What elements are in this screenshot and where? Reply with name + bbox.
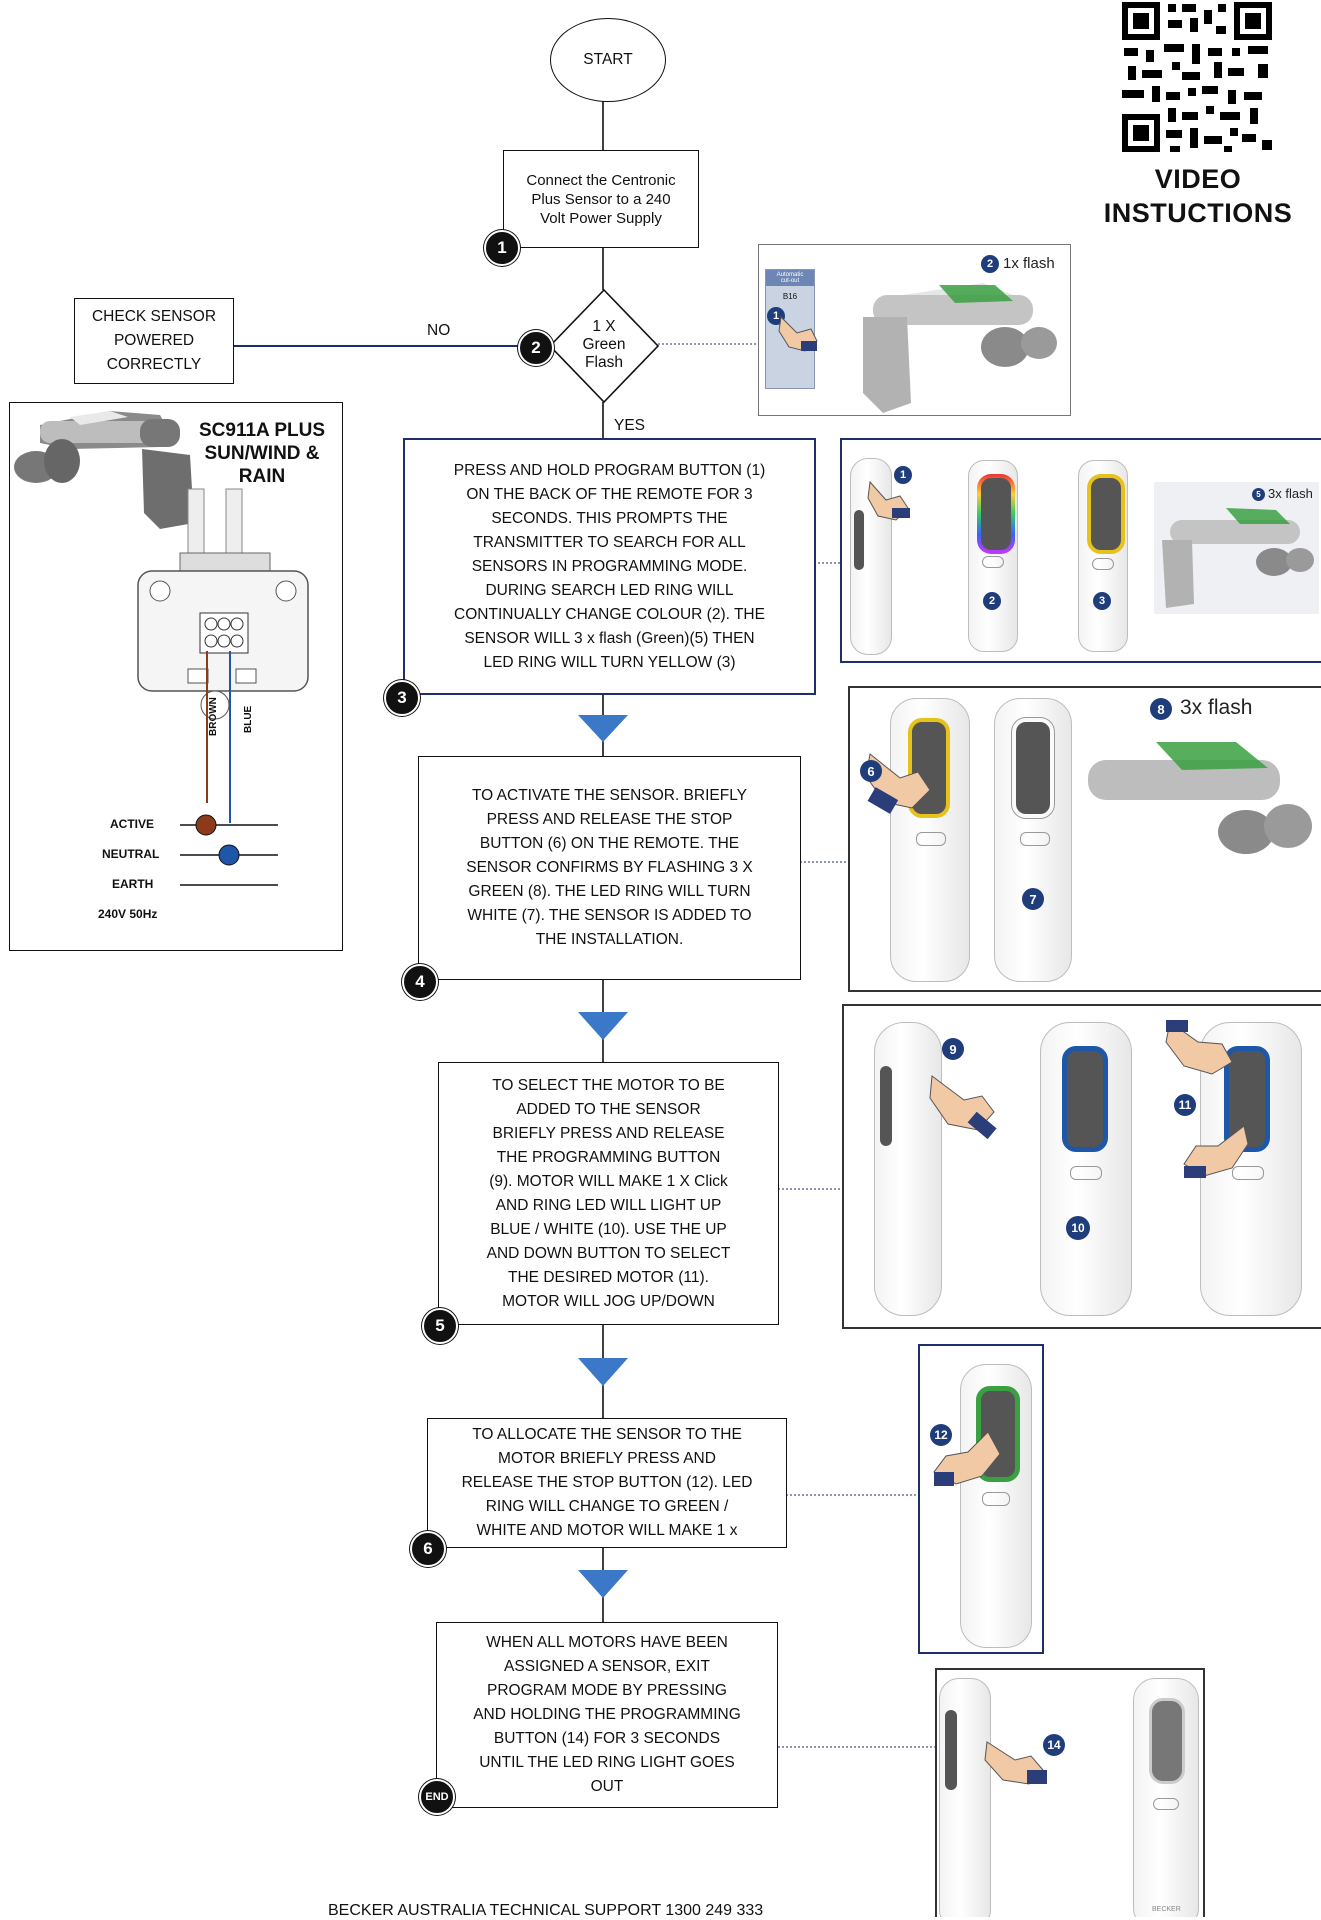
remote-slot xyxy=(1153,1798,1179,1810)
step-3-badge: 3 xyxy=(384,680,420,716)
step-2-badge: 2 xyxy=(518,330,554,366)
finger-press-icon xyxy=(778,315,818,352)
remote-slot xyxy=(1092,558,1114,570)
step-4-box: TO ACTIVATE THE SENSOR. BRIEFLY PRESS AN… xyxy=(418,756,801,980)
panel5-num-9: 9 xyxy=(942,1038,964,1060)
wiring-diagram-panel: SC911A PLUS SUN/WIND & RAIN BROWN BLUE A… xyxy=(9,402,343,951)
sensor-flash-illustration xyxy=(1088,742,1312,854)
video-instructions-title: VIDEO INSTUCTIONS xyxy=(1090,162,1306,230)
qr-code xyxy=(1120,0,1274,154)
step-4-badge: 4 xyxy=(402,964,438,1000)
sensor-illustration xyxy=(14,411,194,529)
step-7-image-panel: 14 BECKER xyxy=(935,1668,1205,1917)
yes-label: YES xyxy=(614,417,646,434)
panel3-num-2: 2 xyxy=(983,592,1001,610)
panel7-num-14: 14 xyxy=(1043,1734,1065,1756)
step-3-box: PRESS AND HOLD PROGRAM BUTTON (1) ON THE… xyxy=(403,438,816,695)
panel3-num-3: 3 xyxy=(1093,592,1111,610)
panel4-num-6: 6 xyxy=(860,760,882,782)
earth-label: EARTH xyxy=(112,877,154,891)
step-7-box: WHEN ALL MOTORS HAVE BEEN ASSIGNED A SEN… xyxy=(436,1622,778,1808)
panel3-num-1: 1 xyxy=(894,466,912,484)
footer-support-text: BECKER AUSTRALIA TECHNICAL SUPPORT 1300 … xyxy=(328,1902,764,1919)
finger-up-icon xyxy=(1165,1020,1233,1075)
remote-led-ring-green xyxy=(976,1386,1020,1482)
check-sensor-box: CHECK SENSOR POWERED CORRECTLY xyxy=(74,298,234,384)
remote-led-ring-yellow xyxy=(1087,474,1125,554)
remote-slot xyxy=(1070,1166,1102,1180)
step-5-image-panel: 9 10 11 xyxy=(842,1004,1321,1329)
blue-wire-label: BLUE xyxy=(243,705,254,733)
panel4-num-8: 8 xyxy=(1150,698,1172,720)
finger-down-icon xyxy=(1183,1125,1249,1178)
supply-label: 240V 50Hz xyxy=(98,907,158,921)
step-4-image-panel: 6 7 8 3x flash xyxy=(848,686,1321,992)
remote-side-button xyxy=(880,1066,892,1146)
step-1-text: Connect the Centronic Plus Sensor to a 2… xyxy=(526,171,676,227)
remote-side-button xyxy=(854,510,864,570)
panel2-flash-label: 1x flash xyxy=(1003,255,1055,272)
decision-text: 1 X Green Flash xyxy=(582,318,626,371)
remote-slot xyxy=(1020,832,1050,846)
brown-wire-label: BROWN xyxy=(208,697,219,736)
finger-press-icon xyxy=(933,1431,1001,1486)
step-5-box: TO SELECT THE MOTOR TO BE ADDED TO THE S… xyxy=(438,1062,779,1325)
step-7-text: WHEN ALL MOTORS HAVE BEEN ASSIGNED A SEN… xyxy=(473,1634,741,1795)
step-3-image-panel: 1 2 3 5 3x flash xyxy=(840,438,1321,663)
remote-slot xyxy=(1232,1166,1264,1180)
panel4-num-7: 7 xyxy=(1022,888,1044,910)
brand-logo: BECKER xyxy=(1152,1906,1181,1913)
remote-led-ring-blue xyxy=(1062,1046,1108,1152)
step-6-badge: 6 xyxy=(410,1531,446,1567)
panel3-num-5: 5 xyxy=(1252,488,1265,501)
no-label: NO xyxy=(427,322,451,339)
start-label: START xyxy=(583,51,633,68)
breaker-caption: Automatic cut-out xyxy=(766,270,814,286)
active-label: ACTIVE xyxy=(110,817,155,831)
sensor-flash-illustration xyxy=(1162,508,1314,608)
check-sensor-text: CHECK SENSOR POWERED CORRECTLY xyxy=(91,308,217,373)
terminal-block xyxy=(137,488,309,823)
breaker-rating: B16 xyxy=(782,292,798,301)
remote-led-ring-blue xyxy=(1224,1046,1270,1152)
decision-diamond xyxy=(548,288,660,404)
video-title-line1: VIDEO xyxy=(1154,164,1242,194)
end-badge: END xyxy=(419,1779,455,1815)
supply-lines xyxy=(180,814,278,886)
finger-press-icon xyxy=(867,480,910,521)
panel6-num-12: 12 xyxy=(930,1424,952,1446)
panel4-flash-label: 3x flash xyxy=(1180,696,1253,719)
sensor-model-title: SC911A PLUS SUN/WIND & RAIN xyxy=(198,420,325,487)
step-2-image-panel: Automatic cut-out B16 1 2 1x flash xyxy=(758,244,1071,416)
step-5-badge: 5 xyxy=(422,1308,458,1344)
remote-led-ring-multicolour xyxy=(977,474,1015,554)
step-6-text: TO ALLOCATE THE SENSOR TO THE MOTOR BRIE… xyxy=(461,1426,753,1539)
video-title-line2: INSTUCTIONS xyxy=(1103,198,1293,228)
remote-slot xyxy=(982,556,1004,568)
step-6-box: TO ALLOCATE THE SENSOR TO THE MOTOR BRIE… xyxy=(427,1418,787,1548)
neutral-label: NEUTRAL xyxy=(102,847,160,861)
panel5-num-11: 11 xyxy=(1174,1094,1196,1116)
step-1-box: Connect the Centronic Plus Sensor to a 2… xyxy=(503,150,699,248)
start-terminal: START xyxy=(550,18,666,102)
step-5-text: TO SELECT THE MOTOR TO BE ADDED TO THE S… xyxy=(486,1076,731,1310)
remote-slot xyxy=(982,1492,1010,1506)
step-3-text: PRESS AND HOLD PROGRAM BUTTON (1) ON THE… xyxy=(453,461,766,671)
sensor-flash-illustration xyxy=(863,283,1057,413)
remote-side-button xyxy=(945,1710,957,1790)
panel5-num-10: 10 xyxy=(1066,1216,1090,1240)
remote-led-ring-off xyxy=(1149,1698,1185,1784)
remote-led-ring-white xyxy=(1012,718,1054,818)
finger-press-icon xyxy=(984,1741,1047,1785)
remote-slot xyxy=(916,832,946,846)
finger-press-icon xyxy=(929,1075,997,1140)
panel3-flash-label: 3x flash xyxy=(1268,486,1313,501)
step-1-badge: 1 xyxy=(484,230,520,266)
step-4-text: TO ACTIVATE THE SENSOR. BRIEFLY PRESS AN… xyxy=(466,787,753,948)
step-6-image-panel: 12 xyxy=(918,1344,1044,1654)
panel2-num-2: 2 xyxy=(981,255,999,273)
